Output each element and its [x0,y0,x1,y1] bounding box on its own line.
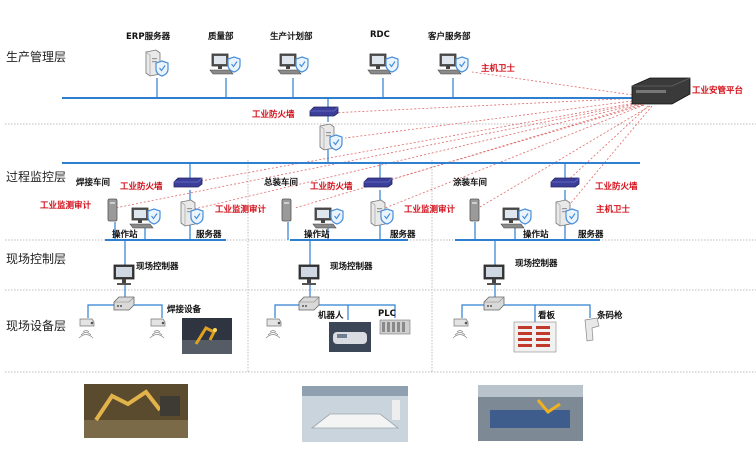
barcode-scanner-image [584,317,600,342]
weld-controller-label: 现场控制器 [136,262,179,272]
weld-sensor-2 [149,318,166,339]
assembly-audit-label: 工业监测审计 [404,205,456,215]
erp-server-node [145,49,169,77]
weld-sensor-1 [78,318,95,339]
rdc-node [367,53,399,75]
top-node-label-customer: 客户服务部 [428,32,471,42]
weld-server-label: 服务器 [196,230,222,240]
painting-sensor [452,318,469,339]
plc-image [379,319,411,335]
layer-label-monitoring: 过程监控层 [6,170,67,184]
assembly-controller-label: 现场控制器 [330,262,373,272]
painting-workshop-label: 涂装车间 [453,178,488,188]
assembly-station-label: 操作站 [304,230,330,240]
central-server-node [319,123,343,151]
weld-server-node [180,199,204,227]
barcode-scanner-label: 条码枪 [597,311,623,321]
assembly-controller-node [298,264,320,286]
assembly-firewall-icon [363,177,393,188]
painting-station-label: 操作站 [523,230,549,240]
painting-workshop-photo [478,385,583,441]
welding-equipment-image [182,318,232,354]
platform-links [114,71,653,211]
painting-server-label: 服务器 [578,230,604,240]
painting-host-guard-label: 主机卫士 [596,205,631,215]
weld-audit-label-2: 工业监测审计 [215,205,267,215]
weld-audit-label: 工业监测审计 [40,201,92,211]
painting-switch-node [483,296,505,311]
quality-dept-node [209,53,241,75]
weld-firewall-label: 工业防火墙 [120,182,163,192]
security-platform-icon [631,77,691,105]
weld-station-label: 操作站 [112,230,138,240]
weld-firewall-icon [173,177,203,188]
security-platform-label: 工业安管平台 [692,86,744,96]
host-guard-label-top: 主机卫士 [481,64,516,74]
weld-audit-icon [107,198,118,222]
center-firewall-label: 工业防火墙 [252,110,295,120]
weld-workshop-photo [84,384,188,438]
painting-server-node [555,199,579,227]
network-drops [87,78,591,322]
robot-image [329,322,371,352]
weld-workshop-label: 焊接车间 [76,178,111,188]
layer-label-management: 生产管理层 [6,50,67,64]
production-plan-node [277,53,309,75]
center-firewall-icon [309,106,339,117]
painting-controller-node [483,264,505,286]
weld-controller-node [113,264,135,286]
assembly-audit-icon [281,198,292,222]
robot-label: 机器人 [318,311,344,321]
kanban-label: 看板 [538,311,556,321]
top-node-label-quality: 质量部 [208,32,234,42]
assembly-sensor [265,318,282,339]
kanban-board-image [513,321,557,353]
painting-audit-icon [469,198,480,222]
painting-station-node [500,207,532,229]
assembly-firewall-label: 工业防火墙 [310,182,353,192]
assembly-switch-node [298,296,320,311]
assembly-workshop-photo [302,386,408,442]
layer-label-control: 现场控制层 [6,252,67,266]
painting-firewall-label: 工业防火墙 [595,182,638,192]
assembly-station-node [312,207,344,229]
plc-label: PLC [378,309,396,319]
assembly-server-label: 服务器 [390,230,416,240]
layer-separators [5,123,756,373]
customer-service-node [437,53,469,75]
top-node-label-erp: ERP服务器 [126,32,171,42]
assembly-server-node [370,199,394,227]
weld-station-node [129,207,161,229]
layer-label-field-device: 现场设备层 [6,319,67,333]
assembly-workshop-label: 总装车间 [264,178,299,188]
top-node-label-plan: 生产计划部 [270,32,313,42]
painting-controller-label: 现场控制器 [515,259,558,269]
painting-firewall-icon [550,177,580,188]
weld-equipment-label: 焊接设备 [167,305,202,315]
weld-switch-node [113,296,135,311]
top-node-label-rdc: RDC [370,30,390,40]
